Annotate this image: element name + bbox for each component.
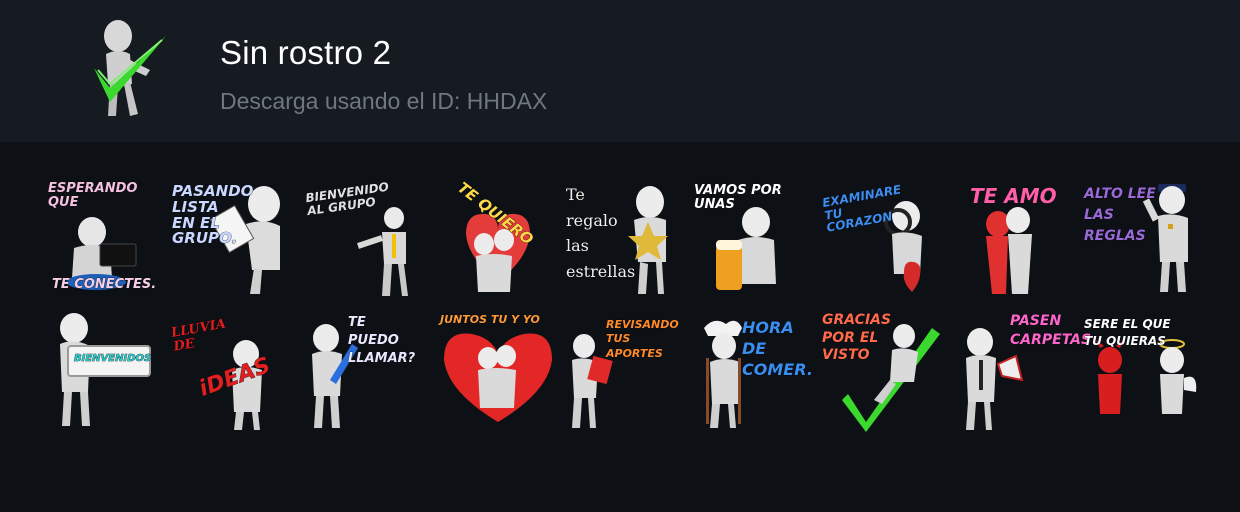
sticker-17[interactable]: PASEN CARPETAS <box>952 308 1091 432</box>
sticker-caption: TE PUEDO LLAMAR? <box>348 315 416 367</box>
sticker-caption: TE AMO <box>970 184 1057 208</box>
sticker-11[interactable]: LLUVIA DE iDEAS <box>168 308 292 432</box>
sticker-caption: PASEN CARPETAS <box>1010 313 1092 348</box>
sticker-caption: VAMOS POR UNAS <box>694 183 782 212</box>
sticker-caption: ESPERANDO QUE <box>48 181 138 210</box>
sticker-13[interactable]: JUNTOS TU Y YO <box>436 308 560 432</box>
sticker-5[interactable]: Te regalo las estrellas <box>562 174 686 298</box>
sticker-caption: PASANDO LISTA EN EL GRUPO. <box>172 182 254 248</box>
sticker-grid: ESPERANDO QUE TE CONECTES. PASANDO LISTA… <box>40 174 1200 434</box>
sticker-6[interactable]: VAMOS POR UNAS <box>694 174 818 298</box>
sticker-2[interactable]: PASANDO LISTA EN EL GRUPO. <box>168 174 292 298</box>
sticker-7[interactable]: EXAMINARE TU CORAZON <box>821 174 946 298</box>
white-figure-checkmark-icon <box>80 14 180 122</box>
sticker-1[interactable]: ESPERANDO QUE TE CONECTES. <box>40 174 164 298</box>
sticker-16[interactable]: GRACIAS POR EL VISTO <box>822 308 946 432</box>
pack-subtitle: Descarga usando el ID: HHDAX <box>220 88 548 114</box>
sticker-9[interactable]: ALTO LEE LAS REGLAS <box>1080 174 1204 298</box>
sticker-3[interactable]: BIENVENIDO AL GRUPO <box>302 174 426 298</box>
sticker-14[interactable]: REVISANDO TUS APORTES <box>562 308 686 432</box>
sticker-caption: BIENVENIDOS <box>74 353 152 364</box>
sticker-18[interactable]: SERE EL QUE TU QUIERAS <box>1080 308 1204 432</box>
sticker-caption: JUNTOS TU Y YO <box>440 313 540 326</box>
sticker-caption: SERE EL QUE TU QUIERAS <box>1084 317 1171 348</box>
pack-header: Sin rostro 2 Descarga usando el ID: HHDA… <box>0 0 1240 142</box>
sticker-4[interactable]: TE QUIERO <box>436 174 560 298</box>
sticker-12[interactable]: TE PUEDO LLAMAR? <box>302 308 426 432</box>
sticker-caption: GRACIAS POR EL VISTO <box>822 312 892 364</box>
sticker-caption: REVISANDO TUS APORTES <box>606 318 679 360</box>
sticker-8[interactable]: TE AMO <box>952 174 1076 298</box>
pack-title: Sin rostro 2 <box>220 34 392 71</box>
sticker-10[interactable]: BIENVENIDOS <box>40 308 164 432</box>
sticker-caption: ALTO LEE LAS REGLAS <box>1084 186 1156 245</box>
sticker-caption: TE CONECTES. <box>52 277 157 292</box>
sticker-caption: HORA DE COMER. <box>742 318 813 379</box>
sticker-caption: Te regalo las estrellas <box>566 185 636 281</box>
sticker-15[interactable]: HORA DE COMER. <box>694 308 818 432</box>
